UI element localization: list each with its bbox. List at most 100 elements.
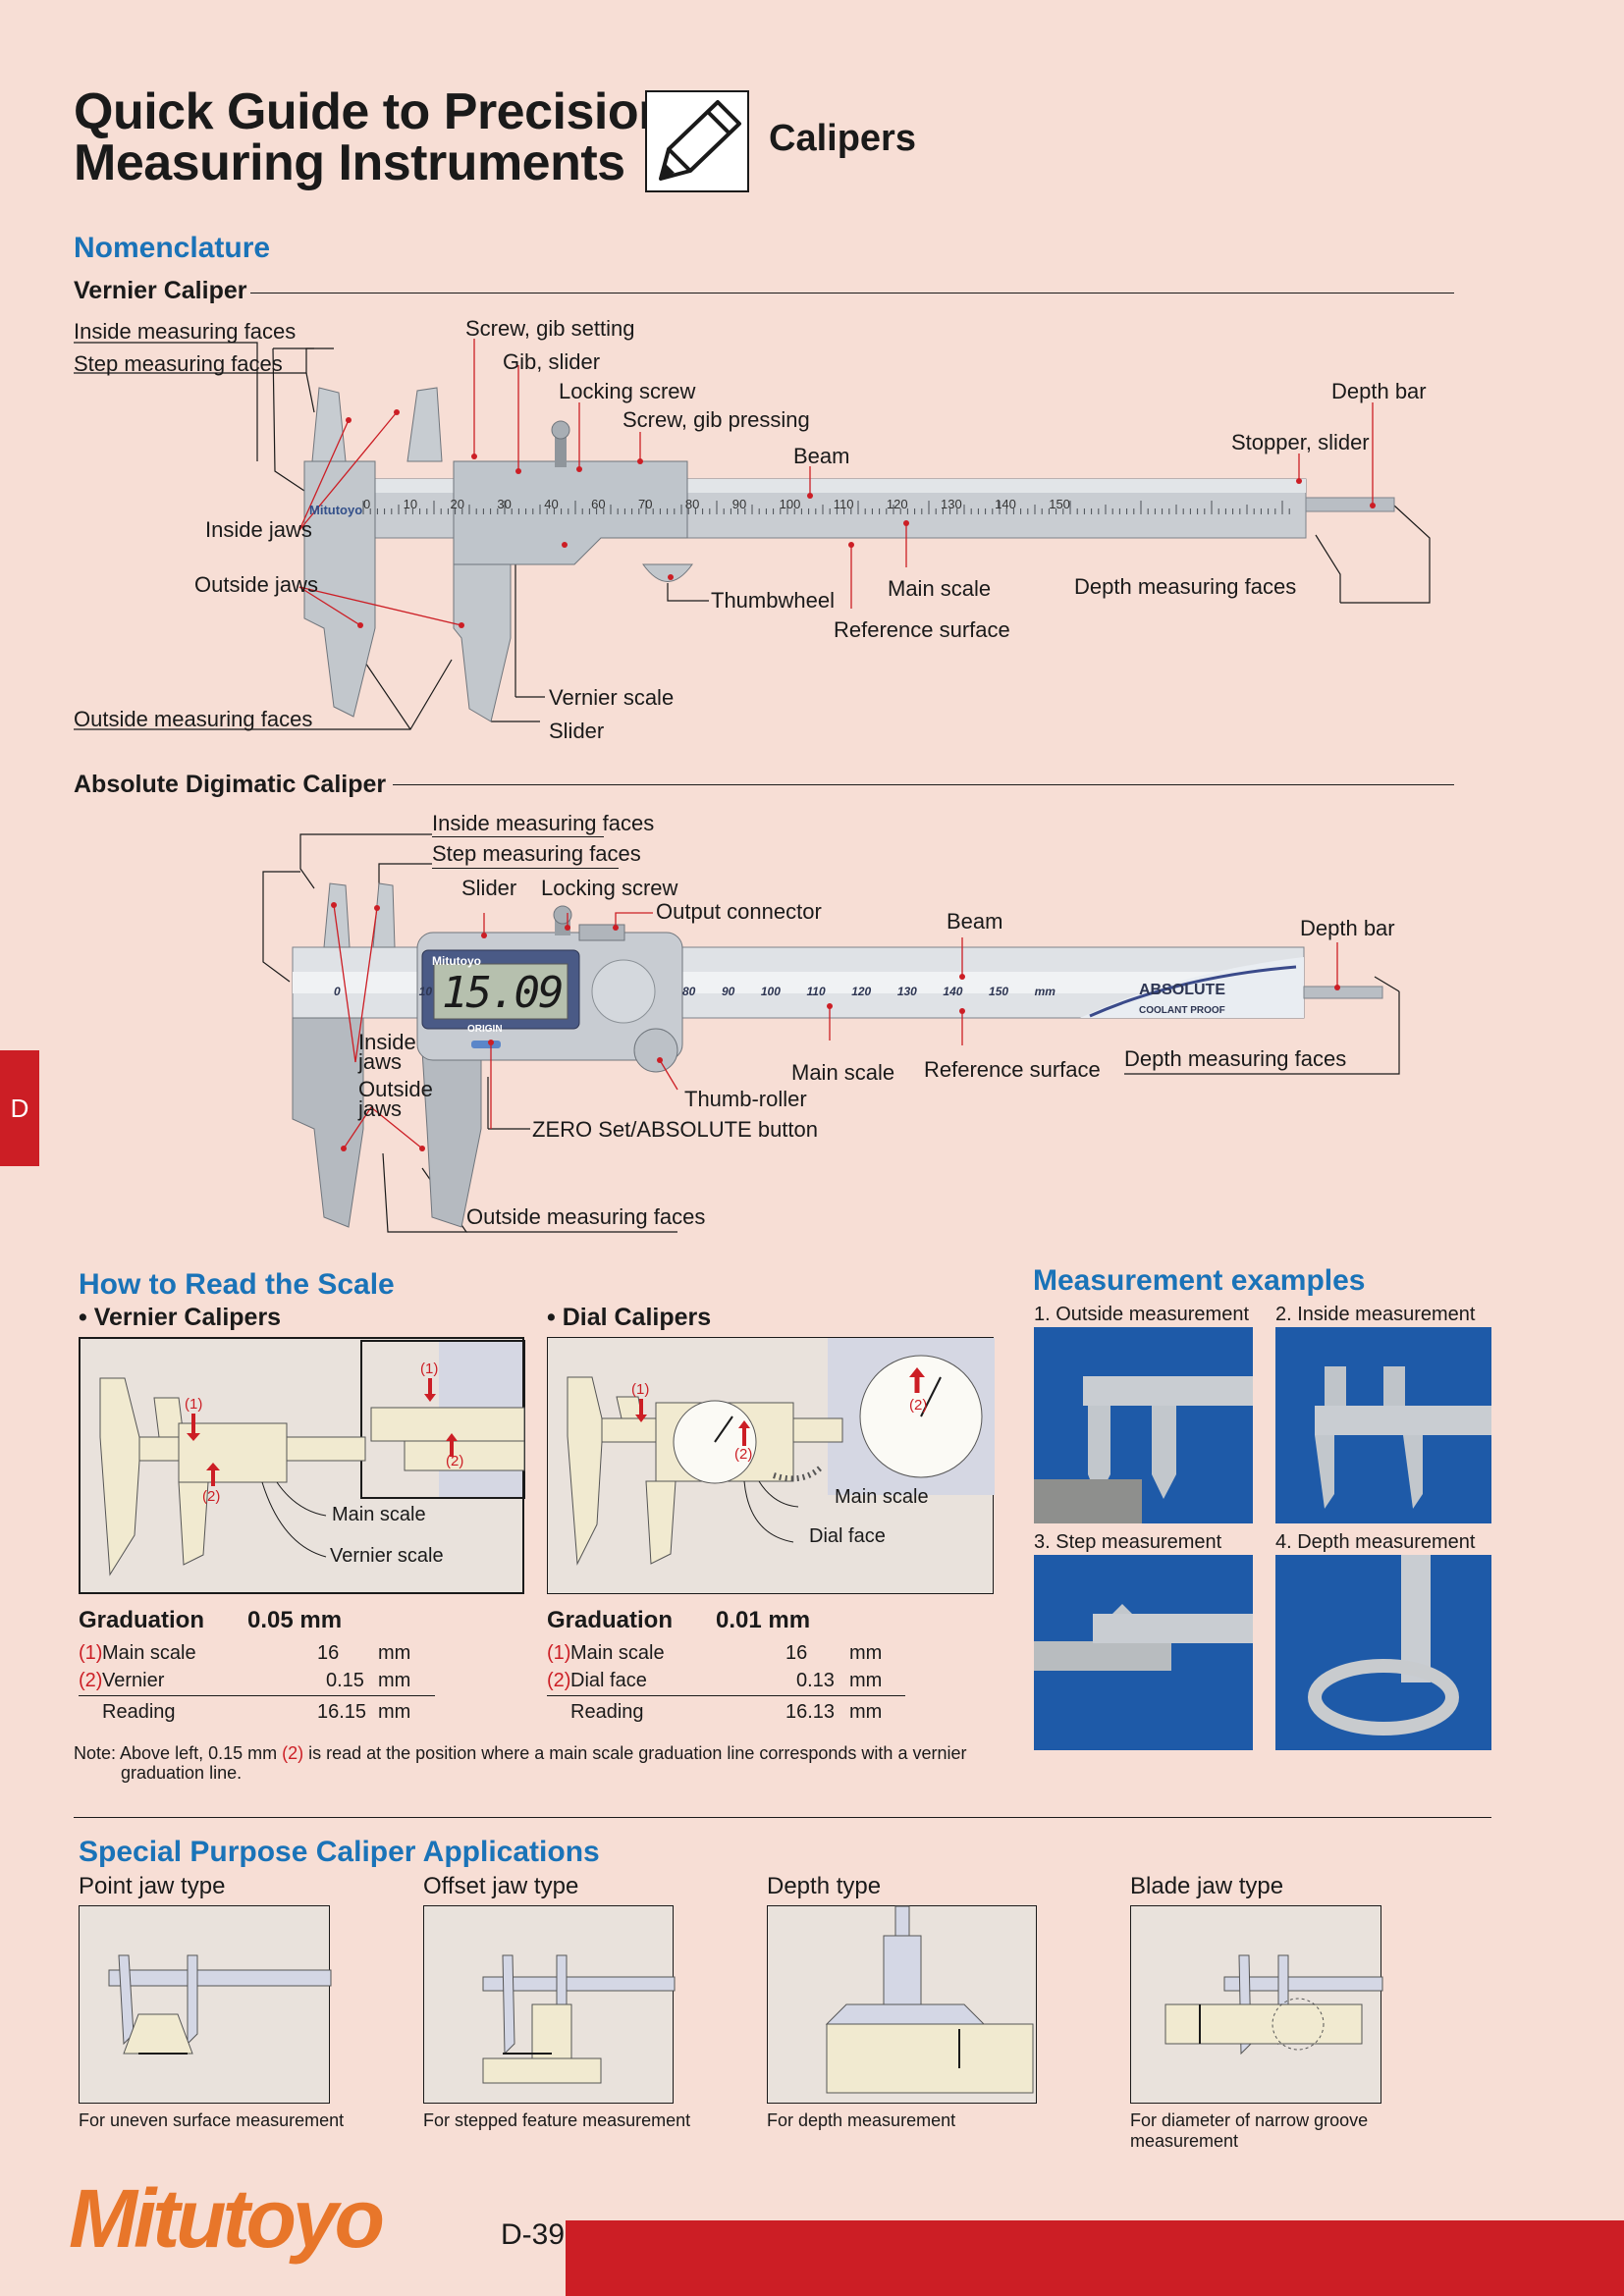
marker-2: (2)	[202, 1488, 221, 1505]
label-depth-bar-digimatic: Depth bar	[1300, 916, 1395, 940]
footer-bar	[566, 2220, 1624, 2296]
dial-reading-table: Graduation 0.01 mm (1) Main scale 16 mm …	[547, 1607, 910, 1725]
label-inside-measuring-faces: Inside measuring faces	[74, 319, 297, 344]
scale-number: 150	[1049, 497, 1070, 511]
divider	[432, 836, 604, 837]
label-gib-slider: Gib, slider	[503, 349, 601, 374]
marker-2-zoom: (2)	[446, 1453, 464, 1469]
point-jaw-title: Point jaw type	[79, 1873, 226, 1899]
dial-marker-2-zoom: (2)	[909, 1397, 928, 1414]
vernier-calipers-subheading: • Vernier Calipers	[79, 1304, 282, 1331]
dial-calipers-subheading: • Dial Calipers	[547, 1304, 712, 1331]
label-inside-measuring-faces-digimatic: Inside measuring faces	[432, 811, 655, 835]
vernier-reading-table: Graduation 0.05 mm (1) Main scale 16 mm …	[79, 1607, 442, 1725]
scale-number: 140	[943, 985, 963, 998]
scale-number: 80	[684, 497, 700, 511]
nomenclature-heading: Nomenclature	[74, 232, 271, 264]
label-thumb-roller: Thumb-roller	[684, 1087, 807, 1111]
reading-unit: mm	[378, 1701, 411, 1723]
label-step-measuring-faces-digimatic: Step measuring faces	[432, 841, 641, 866]
section-tab: D	[0, 1050, 39, 1166]
label-depth-measuring-faces: Depth measuring faces	[1074, 574, 1297, 599]
example-1-label: 1. Outside measurement	[1034, 1304, 1249, 1325]
label-screw-gib-pressing: Screw, gib pressing	[623, 407, 810, 432]
example-4-photo	[1275, 1555, 1491, 1750]
label-reference-surface: Reference surface	[834, 617, 1010, 642]
fig-label-main-scale-dial: Main scale	[835, 1486, 929, 1508]
digimatic-caliper-illustration	[262, 833, 1400, 1233]
scale-number: mm	[1034, 985, 1056, 998]
depth-type-caption: For depth measurement	[767, 2110, 956, 2130]
label-outside-measuring-faces: Outside measuring faces	[74, 707, 313, 731]
scale-number: 70	[638, 497, 653, 511]
label-beam-digimatic: Beam	[947, 909, 1003, 934]
label-outside-jaws: Outside jaws	[194, 572, 318, 597]
dial-reading-label: Reading	[570, 1701, 644, 1723]
digimatic-scale-left: 0 10	[334, 985, 432, 998]
vernier-brand-logo: Mitutoyo	[309, 503, 363, 517]
scale-number: 60	[591, 497, 606, 511]
point-jaw-figure	[79, 1905, 332, 2104]
blade-jaw-title: Blade jaw type	[1130, 1873, 1284, 1899]
dial-reading-figure: (1) (2) (2) Main scale Dial face	[547, 1337, 995, 1594]
example-3-label: 3. Step measurement	[1034, 1531, 1222, 1553]
label-locking-screw: Locking screw	[559, 379, 696, 403]
offset-jaw-figure	[423, 1905, 676, 2104]
scale-number: 0	[363, 497, 371, 511]
scale-number: 140	[995, 497, 1016, 511]
scale-number: 100	[760, 985, 781, 998]
dial-row2-unit: mm	[849, 1670, 883, 1691]
depth-type-title: Depth type	[767, 1873, 882, 1899]
reading-note: Note: Above left, 0.15 mm (2) is read at…	[74, 1743, 967, 1783]
dial-row2-marker: (2)	[547, 1670, 571, 1691]
offset-jaw-caption: For stepped feature measurement	[423, 2110, 691, 2130]
graduation-label: Graduation	[79, 1607, 205, 1633]
label-output-connector: Output connector	[656, 899, 822, 924]
label-depth-measuring-faces-digimatic: Depth measuring faces	[1124, 1046, 1347, 1071]
blade-jaw-caption: For diameter of narrow groove measuremen…	[1130, 2110, 1369, 2151]
marker-1-zoom: (1)	[420, 1361, 439, 1377]
scale-number: 0	[334, 985, 341, 998]
vernier-caliper-heading: Vernier Caliper	[74, 277, 247, 304]
digital-display-value: 15.09	[442, 968, 564, 1018]
row2-marker: (2)	[79, 1670, 103, 1691]
reading-value: 16.15	[317, 1701, 367, 1723]
scale-number: 130	[941, 497, 962, 511]
example-1-photo	[1034, 1327, 1253, 1523]
dial-row2-value: 0.13	[796, 1670, 835, 1691]
label-screw-gib-setting: Screw, gib setting	[465, 316, 635, 341]
row1-name: Main scale	[102, 1642, 196, 1664]
row2-name: Vernier	[102, 1670, 165, 1691]
graduation-value: 0.05 mm	[247, 1607, 343, 1633]
dial-reading-value: 16.13	[785, 1701, 836, 1723]
label-outside-jaws-digimatic: Outside jaws	[358, 1077, 433, 1121]
label-stopper-slider: Stopper, slider	[1231, 430, 1370, 454]
label-beam: Beam	[793, 444, 850, 468]
scale-number: 20	[450, 497, 464, 511]
label-inside-jaws-digimatic: Inside jaws	[358, 1030, 416, 1074]
scale-number: 110	[806, 985, 826, 998]
scale-number: 100	[779, 497, 801, 511]
row1-marker: (1)	[79, 1642, 103, 1664]
dial-row2-name: Dial face	[570, 1670, 647, 1691]
brand-logo: Mitutoyo	[69, 2172, 385, 2265]
label-zero-set-button: ZERO Set/ABSOLUTE button	[532, 1117, 819, 1142]
scale-number: 10	[418, 985, 432, 998]
scale-number: 30	[497, 497, 512, 511]
blade-jaw-figure	[1130, 1905, 1383, 2104]
example-2-photo	[1275, 1327, 1491, 1523]
dial-row1-marker: (1)	[547, 1642, 571, 1664]
origin-label: ORIGIN	[467, 1024, 503, 1035]
digimatic-caliper-heading: Absolute Digimatic Caliper	[74, 771, 387, 798]
row2-unit: mm	[378, 1670, 411, 1691]
point-jaw-caption: For uneven surface measurement	[79, 2110, 345, 2130]
label-main-scale-digimatic: Main scale	[791, 1060, 895, 1085]
label-inside-jaws: Inside jaws	[205, 517, 312, 542]
label-reference-surface-digimatic: Reference surface	[924, 1057, 1101, 1082]
label-vernier-scale: Vernier scale	[549, 685, 675, 710]
scale-number: 80	[682, 985, 696, 998]
label-outside-measuring-faces-digimatic: Outside measuring faces	[466, 1204, 706, 1229]
scale-number: 40	[544, 497, 559, 511]
offset-jaw-title: Offset jaw type	[423, 1873, 579, 1899]
label-slider-digimatic: Slider	[461, 876, 517, 900]
